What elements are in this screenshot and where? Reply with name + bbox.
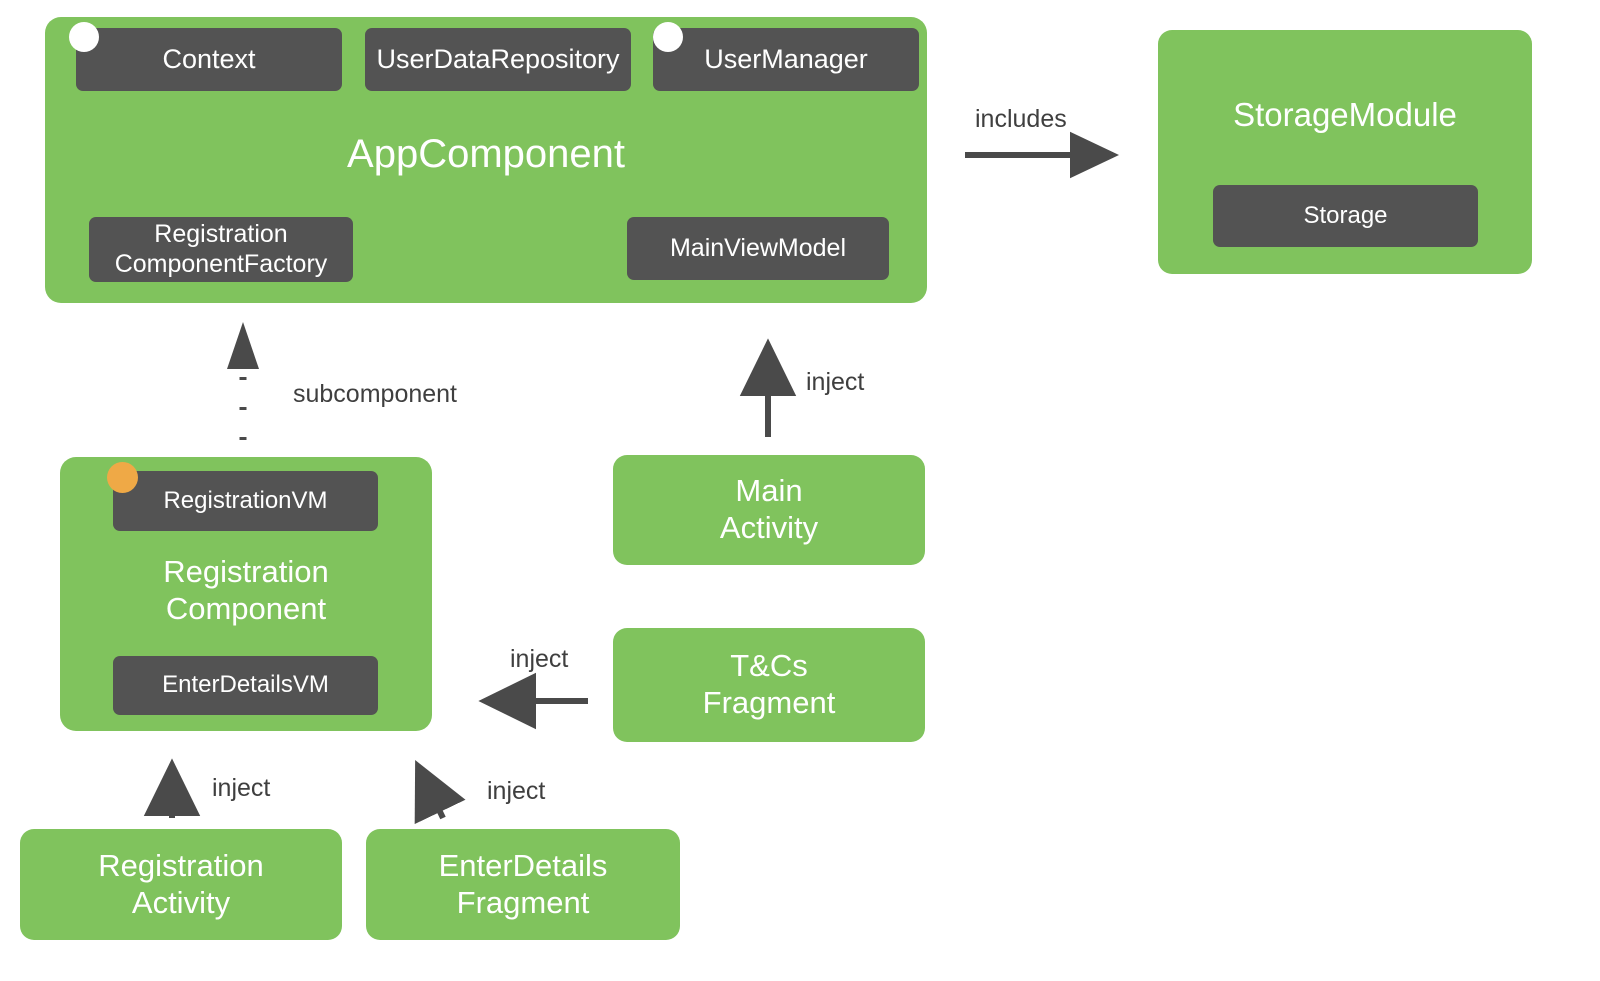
binding-context[interactable]: Context <box>76 28 342 91</box>
client-registration-activity-label: Registration Activity <box>98 847 264 920</box>
binding-storage-label: Storage <box>1303 201 1388 229</box>
edge-label-inject-main-activity: inject <box>806 368 865 396</box>
client-registration-activity[interactable]: Registration Activity <box>20 829 342 940</box>
client-main-activity[interactable]: Main Activity <box>613 455 925 565</box>
edge-label-inject-enter-details-fragment: inject <box>487 777 546 805</box>
scope-dot-context <box>69 22 99 52</box>
binding-enter-details-vm-label: EnterDetailsVM <box>162 671 329 699</box>
edge-label-inject-tcs-fragment: inject <box>510 645 569 673</box>
binding-user-data-repository[interactable]: UserDataRepository <box>365 28 631 91</box>
scope-dot-user-manager <box>653 22 683 52</box>
binding-user-manager-label: UserManager <box>704 43 868 74</box>
binding-registration-component-factory-label: Registration ComponentFactory <box>114 220 328 278</box>
binding-main-view-model[interactable]: MainViewModel <box>627 217 889 280</box>
registration-component-title: Registration Component <box>163 554 329 627</box>
scope-dot-registration-vm <box>107 462 138 493</box>
app-component-title: AppComponent <box>347 132 625 176</box>
edge-label-includes: includes <box>975 105 1067 133</box>
client-tcs-fragment-label: T&Cs Fragment <box>702 648 836 720</box>
binding-user-data-repository-label: UserDataRepository <box>376 43 620 74</box>
binding-storage[interactable]: Storage <box>1213 185 1478 247</box>
binding-context-label: Context <box>162 43 256 74</box>
client-tcs-fragment[interactable]: T&Cs Fragment <box>613 628 925 742</box>
binding-main-view-model-label: MainViewModel <box>669 233 846 262</box>
client-enter-details-fragment-label: EnterDetails Fragment <box>438 847 608 920</box>
edge-label-inject-registration-activity: inject <box>212 774 271 802</box>
binding-registration-vm-label: RegistrationVM <box>163 486 328 514</box>
edge-inject-enter-details-fragment <box>414 760 466 825</box>
client-enter-details-fragment[interactable]: EnterDetails Fragment <box>366 829 680 940</box>
client-main-activity-label: Main Activity <box>719 473 819 545</box>
binding-registration-vm[interactable]: RegistrationVM <box>113 471 378 531</box>
binding-registration-component-factory[interactable]: Registration ComponentFactory <box>89 217 353 282</box>
storage-module-title: StorageModule <box>1233 96 1457 133</box>
edge-subcomponent <box>227 322 259 440</box>
edge-label-subcomponent: subcomponent <box>293 380 458 408</box>
binding-user-manager[interactable]: UserManager <box>653 28 919 91</box>
binding-enter-details-vm[interactable]: EnterDetailsVM <box>113 656 378 715</box>
